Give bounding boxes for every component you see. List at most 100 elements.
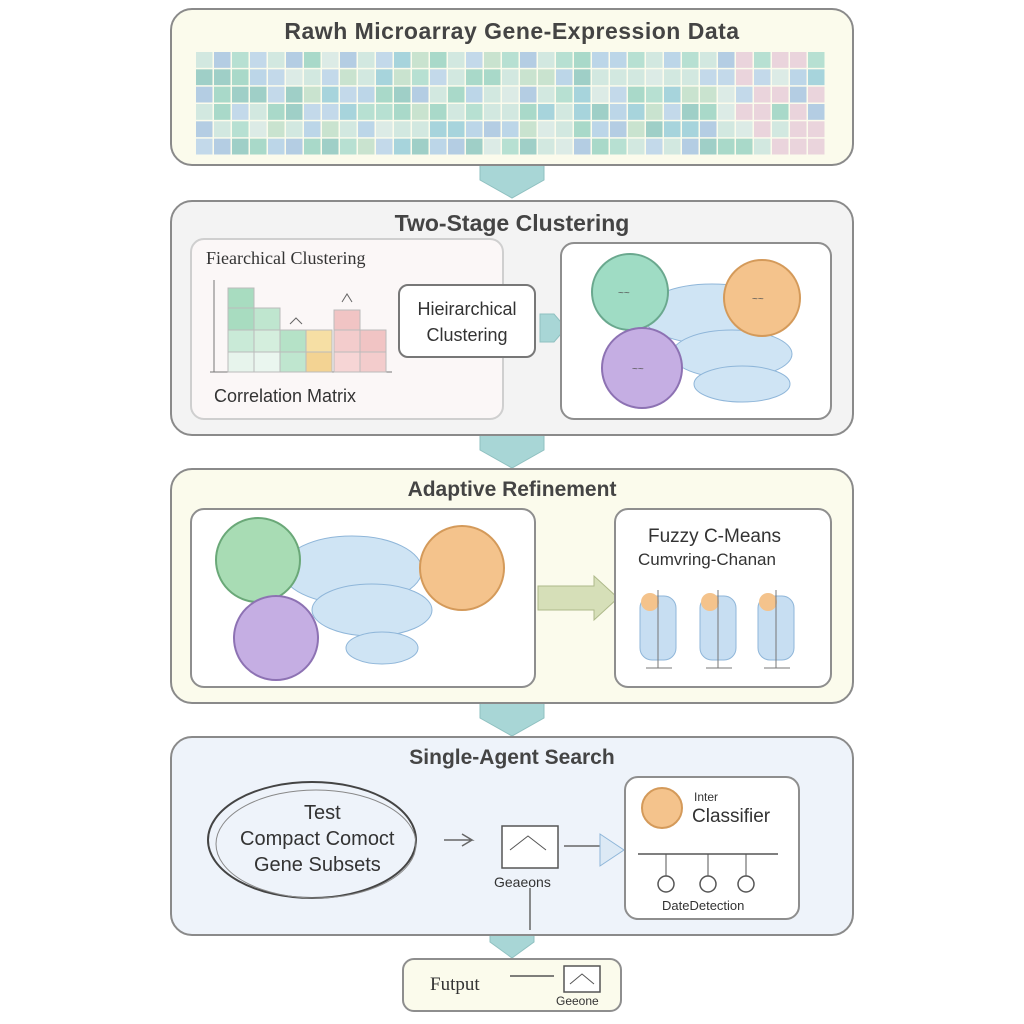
heatmap-cell xyxy=(664,69,681,86)
heatmap-cell xyxy=(538,121,555,138)
heatmap-cell xyxy=(232,52,249,68)
heatmap-cell xyxy=(376,52,393,68)
heatmap-cell xyxy=(700,104,717,120)
heatmap-cell xyxy=(736,104,753,120)
heatmap-cell xyxy=(700,69,717,86)
hierarchical-clustering-label: Hieirarchical Clustering xyxy=(417,299,517,345)
heatmap-cell xyxy=(592,69,609,86)
heatmap-cell xyxy=(574,86,591,103)
heatmap-cell xyxy=(394,121,411,138)
heatmap-cell xyxy=(268,138,285,155)
heatmap-cell xyxy=(592,138,609,155)
svg-text:~~: ~~ xyxy=(632,364,644,375)
heatmap-cell xyxy=(214,121,231,138)
heatmap-cell xyxy=(808,104,825,120)
heatmap-cell xyxy=(556,138,573,155)
heatmap-cell xyxy=(610,121,627,138)
heatmap-cell xyxy=(556,121,573,138)
heatmap-cell xyxy=(664,52,681,68)
heatmap-cell xyxy=(718,69,735,86)
heatmap-cell xyxy=(286,138,303,155)
heatmap-cell xyxy=(502,104,519,120)
heatmap-cell xyxy=(502,121,519,138)
heatmap-cell xyxy=(232,138,249,155)
heatmap-cell xyxy=(574,69,591,86)
cluster-blobs: ~~ ~~ ~~ xyxy=(591,253,801,409)
heatmap-cell xyxy=(250,121,267,138)
output-graphics xyxy=(510,965,601,993)
heatmap-cell xyxy=(574,138,591,155)
adaptive-title: Adaptive Refinement xyxy=(407,478,617,501)
heatmap-cell xyxy=(520,69,537,86)
heatmap-cell xyxy=(700,121,717,138)
heatmap-cell xyxy=(430,121,447,138)
search-panel: Single-Agent Search Test Compact Comoct … xyxy=(170,736,854,936)
heatmap-cell xyxy=(376,138,393,155)
heatmap-cell xyxy=(772,86,789,103)
heatmap-cell xyxy=(250,69,267,86)
heatmap-cell xyxy=(376,121,393,138)
refined-cluster-blobs xyxy=(215,517,505,681)
heatmap-cell xyxy=(268,52,285,68)
fuzzy-cmeans-box: Fuzzy C-Means Cumvring-Chanan xyxy=(614,508,832,688)
heatmap-cell xyxy=(394,69,411,86)
heatmap-cell xyxy=(790,104,807,120)
heatmap-cell xyxy=(340,121,357,138)
adaptive-panel: Adaptive Refinement Fuzzy C-Means Cumvri… xyxy=(170,468,854,704)
heatmap-cell xyxy=(430,138,447,155)
cluster-result-box: ~~ ~~ ~~ xyxy=(560,242,832,420)
heatmap-cell xyxy=(358,86,375,103)
refined-clusters-box xyxy=(190,508,536,688)
heatmap-cell xyxy=(790,121,807,138)
heatmap-cell xyxy=(466,104,483,120)
heatmap-cell xyxy=(574,104,591,120)
heatmap-cell xyxy=(448,52,465,68)
heatmap-cell xyxy=(286,121,303,138)
heatmap-cell xyxy=(592,86,609,103)
heatmap-cell xyxy=(340,138,357,155)
heatmap-cell xyxy=(268,104,285,120)
heatmap-cell xyxy=(646,69,663,86)
heatmap-cell xyxy=(286,69,303,86)
inset-caption: Correlation Matrix xyxy=(214,386,357,406)
heatmap-cell xyxy=(538,69,555,86)
heatmap-cell xyxy=(358,121,375,138)
heatmap-cell xyxy=(736,69,753,86)
heatmap-cell xyxy=(304,52,321,68)
heatmap-cell xyxy=(376,69,393,86)
heatmap-cell xyxy=(718,121,735,138)
heatmap-cell xyxy=(376,86,393,103)
fcm-membership-plots xyxy=(639,590,795,669)
heatmap-cell xyxy=(538,138,555,155)
heatmap-cell xyxy=(700,52,717,68)
heatmap-cell xyxy=(394,52,411,68)
heatmap-cell xyxy=(196,69,213,86)
ellipse-line1: Test xyxy=(304,802,341,824)
heatmap-cell xyxy=(304,138,321,155)
heatmap-cell xyxy=(232,69,249,86)
heatmap-cell xyxy=(394,138,411,155)
heatmap-cell xyxy=(790,138,807,155)
heatmap-cell xyxy=(556,86,573,103)
heatmap-cell xyxy=(718,52,735,68)
heatmap-cell xyxy=(736,86,753,103)
heatmap-cell xyxy=(538,52,555,68)
heatmap-cell xyxy=(700,86,717,103)
two-stage-title: Two-Stage Clustering xyxy=(394,210,630,236)
heatmap-cell xyxy=(358,69,375,86)
heatmap-cell xyxy=(340,104,357,120)
heatmap-cell xyxy=(790,52,807,68)
heatmap-cell xyxy=(682,52,699,68)
classifier-box: Inter Classifier DateDetection xyxy=(624,776,800,920)
heatmap-cell xyxy=(502,86,519,103)
heatmap-cell xyxy=(790,69,807,86)
heatmap-cell xyxy=(538,104,555,120)
heatmap-cell xyxy=(430,69,447,86)
heatmap-cell xyxy=(682,138,699,155)
heatmap-cell xyxy=(268,86,285,103)
heatmap-cell xyxy=(628,138,645,155)
heatmap-cell xyxy=(286,86,303,103)
heatmap-cell xyxy=(466,138,483,155)
heatmap-cell xyxy=(430,104,447,120)
heatmap-cell xyxy=(196,121,213,138)
